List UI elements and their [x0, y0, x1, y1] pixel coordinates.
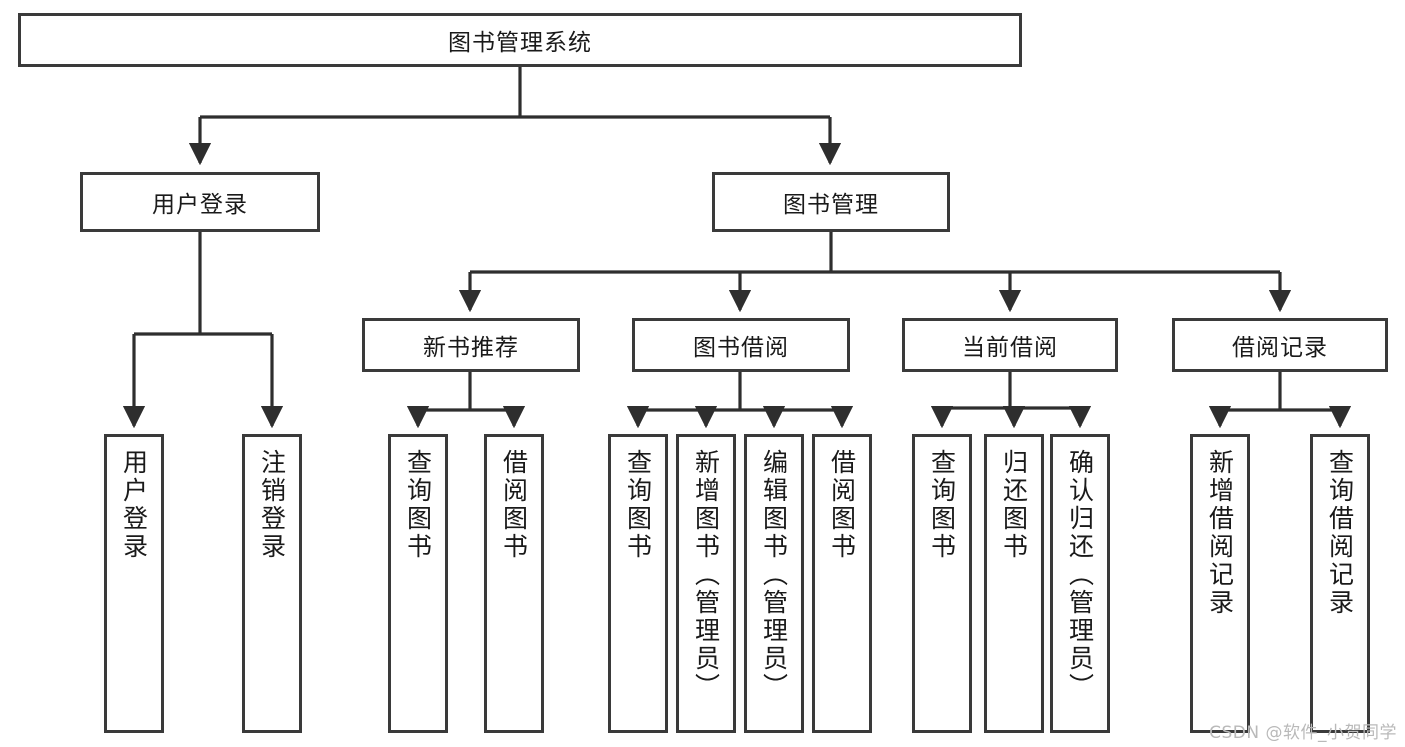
node-label: 新增图书（管理员）: [691, 449, 721, 701]
node-root[interactable]: 图书管理系统: [18, 13, 1022, 67]
node-label: 查询图书: [403, 449, 433, 561]
leaf-query-book-borrow[interactable]: 查询图书: [608, 434, 668, 733]
node-label: 借阅图书: [499, 449, 529, 561]
leaf-borrow-book-recommend[interactable]: 借阅图书: [484, 434, 544, 733]
leaf-add-borrow-record[interactable]: 新增借阅记录: [1190, 434, 1250, 733]
node-book-borrow[interactable]: 图书借阅: [632, 318, 850, 372]
node-label: 确认归还（管理员）: [1065, 449, 1095, 701]
node-label: 归还图书: [999, 449, 1029, 561]
node-label: 图书管理系统: [448, 30, 592, 56]
node-label: 查询图书: [623, 449, 653, 561]
node-label: 查询借阅记录: [1325, 449, 1355, 617]
node-new-book-recommend[interactable]: 新书推荐: [362, 318, 580, 372]
node-label: 当前借阅: [962, 335, 1058, 361]
leaf-add-book-admin[interactable]: 新增图书（管理员）: [676, 434, 736, 733]
leaf-edit-book-admin[interactable]: 编辑图书（管理员）: [744, 434, 804, 733]
node-label: 用户登录: [152, 192, 248, 218]
leaf-query-borrow-record[interactable]: 查询借阅记录: [1310, 434, 1370, 733]
node-label: 注销登录: [257, 449, 287, 561]
node-label: 图书管理: [783, 192, 879, 218]
node-label: 图书借阅: [693, 335, 789, 361]
node-label: 新增借阅记录: [1205, 449, 1235, 617]
leaf-borrow-book[interactable]: 借阅图书: [812, 434, 872, 733]
leaf-user-login[interactable]: 用户登录: [104, 434, 164, 733]
node-borrow-record[interactable]: 借阅记录: [1172, 318, 1388, 372]
node-label: 用户登录: [119, 449, 149, 561]
leaf-logout[interactable]: 注销登录: [242, 434, 302, 733]
node-label: 查询图书: [927, 449, 957, 561]
node-user-login[interactable]: 用户登录: [80, 172, 320, 232]
leaf-query-book-recommend[interactable]: 查询图书: [388, 434, 448, 733]
node-label: 借阅记录: [1232, 335, 1328, 361]
leaf-return-book[interactable]: 归还图书: [984, 434, 1044, 733]
watermark: CSDN @软件_小贺同学: [1209, 723, 1397, 743]
node-label: 新书推荐: [423, 335, 519, 361]
leaf-confirm-return-admin[interactable]: 确认归还（管理员）: [1050, 434, 1110, 733]
node-current-borrow[interactable]: 当前借阅: [902, 318, 1118, 372]
node-label: 借阅图书: [827, 449, 857, 561]
node-book-management[interactable]: 图书管理: [712, 172, 950, 232]
node-label: 编辑图书（管理员）: [759, 449, 789, 701]
leaf-query-book-current[interactable]: 查询图书: [912, 434, 972, 733]
